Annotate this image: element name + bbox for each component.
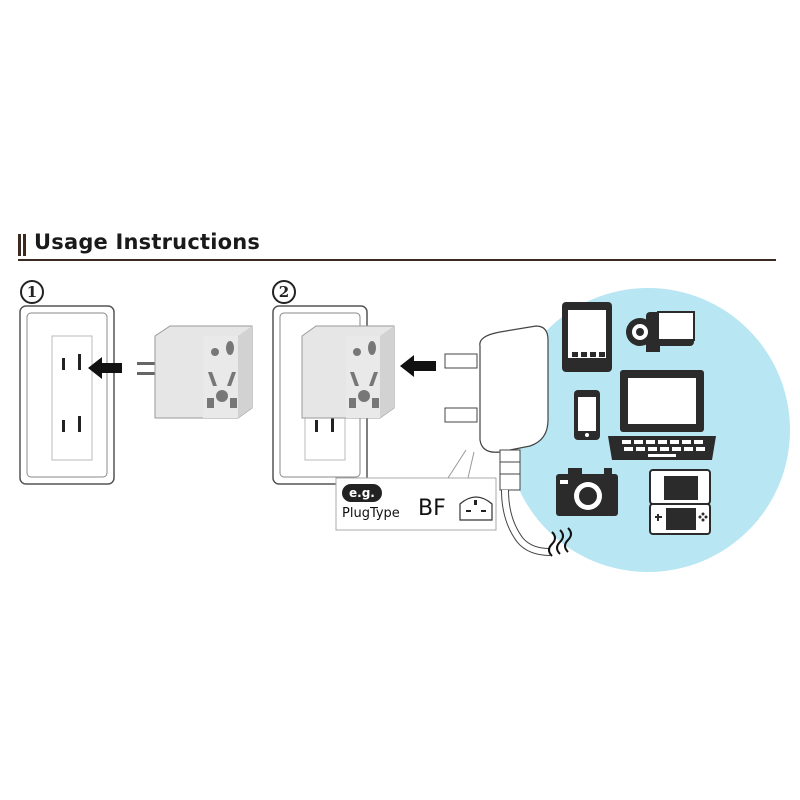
header-bars-icon	[18, 234, 28, 256]
section-title: Usage Instructions	[34, 230, 261, 254]
insert-arrow-1	[88, 357, 122, 379]
step-number-1: 1	[20, 280, 44, 304]
travel-adapter-2	[301, 325, 395, 419]
tablet-icon	[562, 302, 612, 372]
wall-outlet-1	[19, 305, 115, 485]
travel-adapter-1	[137, 325, 253, 419]
plug-type-text: PlugType	[342, 506, 400, 521]
section-header: Usage Instructions	[18, 228, 778, 262]
insert-arrow-2	[400, 355, 436, 377]
eg-badge: e.g.	[342, 484, 382, 502]
header-rule	[18, 259, 776, 261]
camcorder-icon	[626, 311, 695, 352]
bf-plug-charger	[444, 325, 572, 557]
camera-icon	[556, 468, 618, 516]
step-number-2: 2	[272, 280, 296, 304]
smartphone-icon	[574, 390, 600, 440]
plug-type-code: BF	[418, 496, 446, 521]
handheld-console-icon	[649, 469, 711, 535]
laptop-icon	[608, 370, 716, 460]
plug-type-label: e.g. PlugType BF	[340, 482, 490, 528]
